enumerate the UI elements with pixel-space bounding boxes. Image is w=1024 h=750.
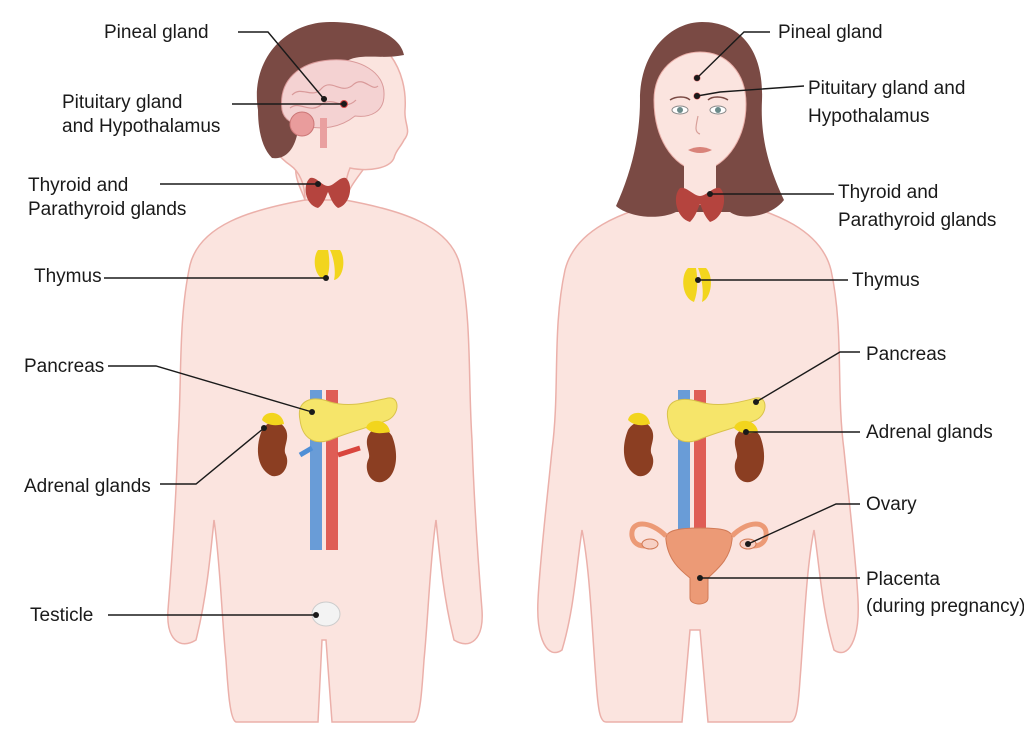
- female-ovary-left: [641, 538, 659, 550]
- female-leader-lines: [696, 31, 860, 579]
- female-face: [653, 51, 747, 173]
- male-pancreas: [298, 397, 398, 443]
- female-mouth: [688, 147, 712, 153]
- female-kidney-right: [734, 427, 765, 483]
- female-pancreas: [666, 397, 766, 443]
- female-figure: [537, 22, 860, 723]
- male-thymus: [314, 250, 344, 280]
- female-thyroid: [675, 187, 725, 222]
- female-label-thyroid-line2: Parathyroid glands: [838, 210, 997, 231]
- female-kidney-left: [623, 421, 654, 477]
- male-cerebellum: [289, 111, 315, 137]
- male-label-thyroid-line1: Thyroid and: [28, 175, 129, 196]
- male-adrenal-left: [262, 412, 284, 426]
- female-label-pineal: Pineal gland: [778, 22, 883, 43]
- male-adrenal-right: [366, 420, 390, 434]
- male-label-pancreas: Pancreas: [24, 356, 105, 377]
- female-label-adrenal: Adrenal glands: [866, 422, 993, 443]
- female-label-placenta-line2: (during pregnancy): [866, 596, 1024, 617]
- female-uterus: [665, 527, 733, 605]
- male-label-pituitary-line2: and Hypothalamus: [62, 116, 221, 137]
- male-testicle: [311, 601, 341, 627]
- male-leader-lines: [104, 31, 344, 616]
- female-adrenal-left: [628, 412, 650, 426]
- male-label-pituitary-line1: Pituitary gland: [62, 92, 183, 113]
- male-label-pineal: Pineal gland: [104, 22, 209, 43]
- male-kidney-right: [366, 427, 397, 483]
- female-label-pituitary-line2: Hypothalamus: [808, 106, 930, 127]
- male-label-testicle: Testicle: [30, 605, 94, 626]
- male-label-adrenal: Adrenal glands: [24, 476, 151, 497]
- male-kidney-left: [257, 421, 288, 477]
- female-thymus: [683, 268, 711, 302]
- female-label-pancreas: Pancreas: [866, 344, 947, 365]
- male-label-thymus: Thymus: [34, 266, 102, 287]
- female-label-thyroid-line1: Thyroid and: [838, 182, 939, 203]
- female-label-placenta-line1: Placenta: [866, 569, 940, 590]
- male-label-thyroid-line2: Parathyroid glands: [28, 199, 187, 220]
- female-label-ovary: Ovary: [866, 494, 917, 515]
- female-label-pituitary-line1: Pituitary gland and: [808, 78, 966, 99]
- male-figure: [104, 22, 483, 723]
- female-adrenal-right: [734, 420, 758, 434]
- female-label-thymus: Thymus: [852, 270, 920, 291]
